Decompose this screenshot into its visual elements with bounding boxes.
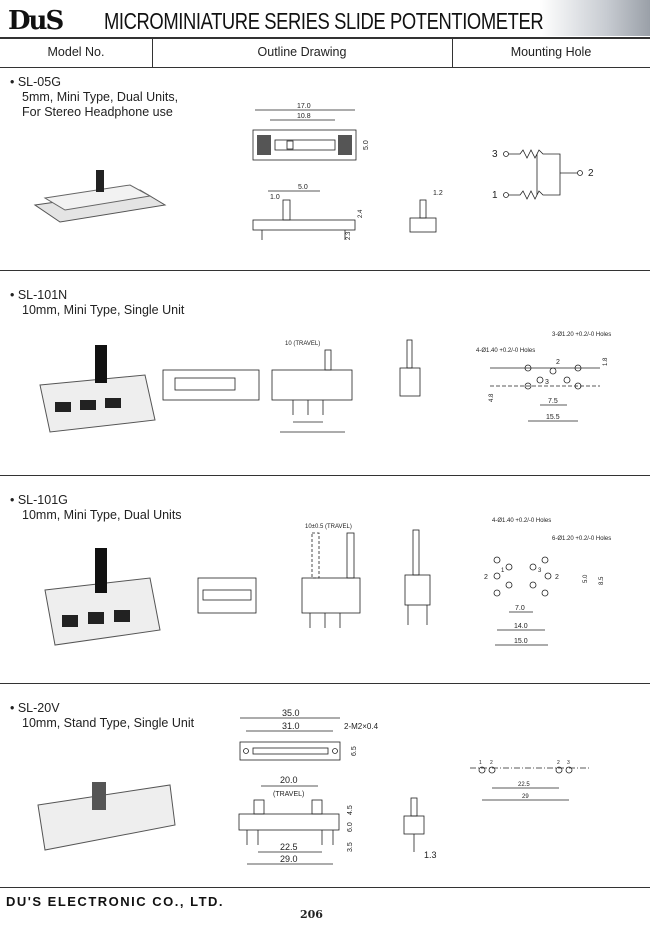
model-desc: 10mm, Mini Type, Dual Units <box>22 508 182 522</box>
dim-label: 29.0 <box>280 854 298 864</box>
dim-label: 1.8 <box>603 357 609 366</box>
dim-label: 6.0 <box>347 822 354 832</box>
decorative-photo <box>540 0 650 36</box>
pin-label: 2 <box>557 760 560 766</box>
dim-label: 4.8 <box>489 393 495 402</box>
divider <box>0 887 650 888</box>
divider <box>152 37 153 68</box>
product-photo-sl-05g <box>33 170 167 223</box>
dim-label: 4.5 <box>347 805 354 815</box>
model-sl-101n: • SL-101N 10mm, Mini Type, Single Unit <box>10 288 184 318</box>
dim-label: 6.5 <box>351 746 358 756</box>
holes-label: 3-Ø1.20 +0.2/-0 Holes <box>552 332 611 338</box>
pin-label: 3 <box>538 568 542 574</box>
dim-label: 15.5 <box>546 414 560 421</box>
product-photo-sl-20v <box>37 782 176 851</box>
pin-label: 2 <box>588 168 594 179</box>
dim-label: 10.8 <box>297 113 311 120</box>
dim-label: 2.4 <box>358 209 364 218</box>
dim-label: 29 <box>522 794 529 800</box>
dim-label: 2-M2×0.4 <box>344 722 379 731</box>
dim-label: 35.0 <box>282 708 300 718</box>
dim-label: 2.3 <box>346 231 352 240</box>
dim-label: 22.5 <box>518 782 530 788</box>
model-sl-05g: • SL-05G 5mm, Mini Type, Dual Units, For… <box>10 75 178 120</box>
mounting-holes-sl-101g: 4-Ø1.40 +0.2/-0 Holes 6-Ø1.20 +0.2/-0 Ho… <box>484 518 611 646</box>
column-header-model: Model No. <box>47 45 105 59</box>
divider <box>452 37 453 68</box>
model-name: • SL-05G <box>10 75 61 89</box>
dim-label: 14.0 <box>514 623 528 630</box>
dim-label: 5.0 <box>363 140 370 150</box>
mounting-schematic-sl-05g: 3 1 2 <box>492 149 594 201</box>
pin-label: 2 <box>484 574 488 581</box>
dim-label: 8.5 <box>599 576 605 585</box>
divider <box>0 475 650 476</box>
page-number: 206 <box>300 908 323 921</box>
model-desc: 5mm, Mini Type, Dual Units, <box>22 90 179 104</box>
model-desc: 10mm, Mini Type, Single Unit <box>22 303 185 317</box>
column-header-outline: Outline Drawing <box>257 45 347 59</box>
holes-label: 4-Ø1.40 +0.2/-0 Holes <box>492 518 551 524</box>
dim-label: 31.0 <box>282 721 300 731</box>
divider <box>0 67 650 68</box>
pin-label: 1 <box>501 568 505 574</box>
model-name: • SL-101G <box>10 493 68 507</box>
pin-label: 3 <box>567 760 570 766</box>
dim-label: 10 (TRAVEL) <box>285 341 320 347</box>
dim-label: 1.3 <box>424 850 437 860</box>
outline-drawing-sl-101n: 10 (TRAVEL) <box>162 339 421 433</box>
product-photo-sl-101g <box>44 548 161 646</box>
dim-label: 17.0 <box>297 103 311 110</box>
mounting-holes-sl-20v: 1 2 2 3 22.5 29 <box>470 760 590 801</box>
model-sl-20v: • SL-20V 10mm, Stand Type, Single Unit <box>10 701 194 731</box>
model-sl-101g: • SL-101G 10mm, Mini Type, Dual Units <box>10 493 182 523</box>
dim-label: 5.0 <box>583 574 589 583</box>
outline-drawing-sl-101g: 10±0.5 (TRAVEL) <box>197 524 431 628</box>
dim-label: 5.0 <box>298 184 308 191</box>
dim-label: 3.5 <box>347 842 354 852</box>
brand-logo: DuS <box>8 6 64 36</box>
holes-label: 6-Ø1.20 +0.2/-0 Holes <box>552 536 611 542</box>
pin-label: 1 <box>492 190 498 201</box>
divider <box>0 270 650 271</box>
model-name: • SL-20V <box>10 701 60 715</box>
pin-label: 1 <box>479 760 482 766</box>
dim-label: 7.0 <box>515 605 525 612</box>
model-desc: For Stereo Headphone use <box>22 105 173 119</box>
page-title: MICROMINIATURE SERIES SLIDE POTENTIOMETE… <box>104 8 544 34</box>
dim-label: 22.5 <box>280 842 298 852</box>
pin-label: 2 <box>556 359 560 366</box>
divider <box>0 37 650 39</box>
dim-label: 7.5 <box>548 398 558 405</box>
holes-label: 4-Ø1.40 +0.2/-0 Holes <box>476 348 535 354</box>
pin-label: 2 <box>490 760 493 766</box>
divider <box>0 683 650 684</box>
dim-label: 1.2 <box>433 190 443 197</box>
pin-label: 2 <box>555 574 559 581</box>
outline-drawing-sl-20v: 35.0 31.0 2-M2×0.4 6.5 20.0 (TRAVEL) 22.… <box>238 708 437 865</box>
model-name: • SL-101N <box>10 288 68 302</box>
dim-label: (TRAVEL) <box>273 791 304 798</box>
dim-label: 20.0 <box>280 775 298 785</box>
column-header-mounting: Mounting Hole <box>510 45 592 59</box>
pin-label: 3 <box>492 149 498 160</box>
pin-label: 3 <box>545 379 549 386</box>
mounting-holes-sl-101n: 4-Ø1.40 +0.2/-0 Holes 3-Ø1.20 +0.2/-0 Ho… <box>476 332 611 422</box>
outline-drawing-sl-05g: 17.0 10.8 5.0 5.0 1.0 2.3 2.4 1.2 <box>252 103 443 240</box>
company-name: DU'S ELECTRONIC CO., LTD. <box>6 894 225 909</box>
dim-label: 1.0 <box>270 194 280 201</box>
dim-label: 10±0.5 (TRAVEL) <box>305 524 352 530</box>
product-photo-sl-101n <box>39 345 156 433</box>
model-desc: 10mm, Stand Type, Single Unit <box>22 716 195 730</box>
dim-label: 15.0 <box>514 638 528 645</box>
